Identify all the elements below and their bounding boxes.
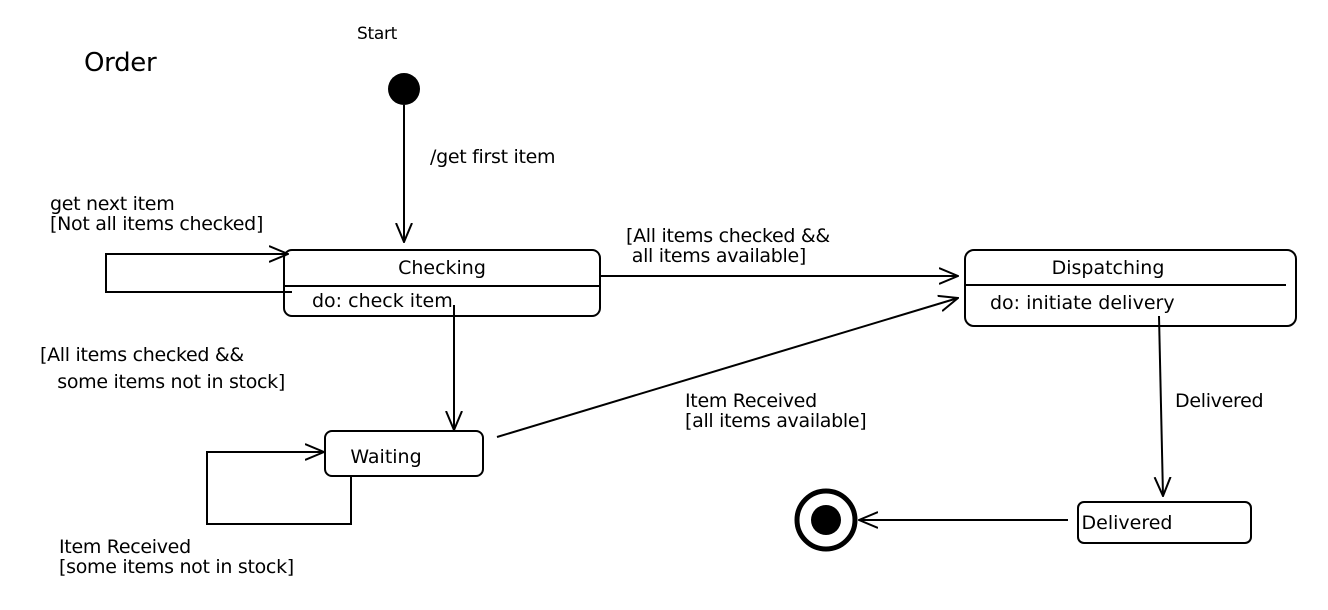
label-checking-self-loop-line2: [Not all items checked] bbox=[50, 213, 264, 235]
state-checking-name: Checking bbox=[398, 257, 486, 279]
label-waiting-self-loop-line2: [some items not in stock] bbox=[59, 556, 294, 578]
label-waiting-to-dispatching: Item Received [all items available] bbox=[685, 390, 867, 432]
transition-waiting-to-dispatching bbox=[496, 298, 958, 438]
transition-checking-self-loop bbox=[105, 254, 292, 293]
transition-dispatching-to-delivered bbox=[1159, 315, 1163, 496]
label-checking-to-waiting-line2: some items not in stock] bbox=[40, 371, 285, 393]
label-waiting-self-loop-line1: Item Received bbox=[59, 536, 191, 558]
state-checking-activity: do: check item bbox=[312, 290, 453, 312]
label-start-to-checking: /get first item bbox=[430, 146, 556, 168]
diagram-title: Order bbox=[84, 48, 157, 78]
initial-state-node bbox=[388, 73, 420, 105]
state-delivered-name: Delivered bbox=[1081, 512, 1173, 534]
state-dispatching-activity: do: initiate delivery bbox=[990, 292, 1175, 314]
label-checking-to-dispatching-line2: all items available] bbox=[626, 245, 807, 267]
state-waiting-name: Waiting bbox=[350, 446, 422, 468]
state-waiting bbox=[324, 430, 484, 477]
transition-waiting-self-loop bbox=[206, 452, 352, 525]
label-checking-to-dispatching-line1: [All items checked && bbox=[626, 225, 830, 247]
state-delivered bbox=[1077, 501, 1252, 544]
label-checking-self-loop: get next item [Not all items checked] bbox=[50, 194, 263, 234]
state-dispatching-name: Dispatching bbox=[1051, 257, 1165, 279]
state-checking bbox=[283, 249, 601, 317]
label-checking-to-waiting: [All items checked && some items not in … bbox=[40, 342, 285, 396]
label-waiting-to-dispatching-line1: Item Received bbox=[685, 390, 817, 412]
final-state-node bbox=[794, 488, 858, 552]
state-dispatching bbox=[964, 249, 1297, 327]
label-waiting-self-loop: Item Received [some items not in stock] bbox=[59, 537, 294, 577]
start-label: Start bbox=[357, 24, 398, 44]
label-checking-to-waiting-line1: [All items checked && bbox=[40, 344, 244, 366]
label-waiting-to-dispatching-line2: [all items available] bbox=[685, 410, 867, 432]
label-checking-self-loop-line1: get next item bbox=[50, 193, 175, 215]
label-checking-to-dispatching: [All items checked && all items availabl… bbox=[626, 226, 830, 266]
label-dispatching-to-delivered: Delivered bbox=[1175, 390, 1264, 412]
